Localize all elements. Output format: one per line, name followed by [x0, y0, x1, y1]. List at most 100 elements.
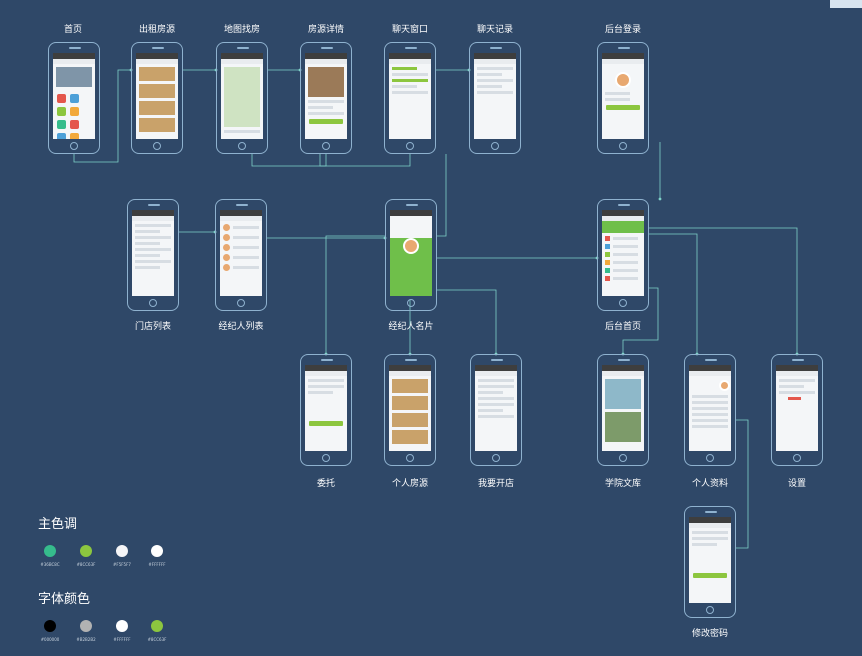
phone-screen-content: [136, 53, 178, 139]
home-button-icon: [491, 142, 499, 150]
phone-screen-profile: [684, 354, 736, 466]
phone-speaker: [705, 511, 717, 513]
phone-screen-openstore: [470, 354, 522, 466]
main-swatch-label-2: #F5F5F7: [113, 562, 131, 567]
phone-screen-admin-login: [597, 42, 649, 154]
connector-14: [649, 233, 698, 354]
main-swatch-label-3: #FFFFFF: [148, 562, 166, 567]
phone-screen-content: [602, 365, 644, 451]
screen-label-settings: 设置: [787, 479, 807, 489]
phone-screen-admin-home: [597, 199, 649, 311]
phone-screen-chat: [384, 42, 436, 154]
phone-speaker: [792, 359, 804, 361]
connector-10: [325, 235, 385, 354]
screen-label-chat: 聊天窗口: [391, 25, 429, 35]
font-swatch-label-0: #000000: [40, 637, 60, 642]
screen-label-profile: 个人资料: [691, 479, 729, 489]
phone-speaker: [705, 359, 717, 361]
font-swatch-1: [80, 620, 92, 632]
phone-speaker: [405, 47, 417, 49]
main-swatch-0: [44, 545, 56, 557]
connector-13: [649, 227, 798, 354]
home-button-icon: [492, 454, 500, 462]
screen-label-chatlog: 聊天记录: [476, 25, 514, 35]
connector-3: [251, 154, 327, 167]
screen-label-home: 首页: [63, 25, 83, 35]
home-button-icon: [322, 454, 330, 462]
phone-speaker: [618, 204, 630, 206]
phone-screen-content: [389, 365, 431, 451]
phone-screen-content: [389, 53, 431, 139]
phone-screen-content: [776, 365, 818, 451]
font-swatch-label-2: #FFFFFF: [113, 637, 131, 642]
font-swatch-label-1: #B2B2B2: [76, 637, 96, 642]
phone-speaker: [405, 359, 417, 361]
phone-screen-content: [132, 210, 174, 296]
screen-label-detail: 房源详情: [307, 25, 345, 35]
phone-screen-content: [305, 53, 347, 139]
phone-screen-card: [385, 199, 437, 311]
font-color-title: 字体颜色: [38, 592, 91, 607]
phone-speaker: [491, 359, 503, 361]
connector-0: [73, 69, 131, 163]
phone-screen-content: [475, 365, 517, 451]
main-swatch-label-1: #8CC63F: [76, 562, 96, 567]
home-button-icon: [70, 142, 78, 150]
phone-speaker: [152, 47, 164, 49]
phone-screen-map: [216, 42, 268, 154]
main-color-title: 主色调: [38, 517, 78, 532]
phone-screen-rent: [131, 42, 183, 154]
phone-screen-content: [689, 365, 731, 451]
phone-screen-agents: [215, 199, 267, 311]
phone-screen-content: [53, 53, 95, 139]
home-button-icon: [793, 454, 801, 462]
phone-speaker: [618, 47, 630, 49]
screen-label-admin-home: 后台首页: [604, 322, 642, 332]
phone-screen-content: [474, 53, 516, 139]
connector-6: [437, 154, 447, 237]
main-swatch-2: [116, 545, 128, 557]
phone-screen-entrust: [300, 354, 352, 466]
font-swatch-label-3: #8CC63F: [147, 637, 167, 642]
connector-arrow-7: [658, 197, 662, 201]
phone-speaker: [148, 204, 160, 206]
home-button-icon: [619, 454, 627, 462]
phone-screen-content: [220, 210, 262, 296]
phone-screen-content: [305, 365, 347, 451]
home-button-icon: [619, 299, 627, 307]
phone-screen-academy: [597, 354, 649, 466]
screen-label-map: 地图找房: [223, 25, 261, 35]
main-swatch-3: [151, 545, 163, 557]
connector-15: [622, 287, 659, 354]
main-swatch-label-0: #36BC8C: [40, 562, 60, 567]
connector-4: [319, 154, 411, 167]
phone-screen-content: [602, 53, 644, 139]
main-swatch-1: [80, 545, 92, 557]
font-swatch-3: [151, 620, 163, 632]
phone-speaker: [69, 47, 81, 49]
phone-screen-detail: [300, 42, 352, 154]
screen-label-admin-login: 后台登录: [604, 25, 642, 35]
home-button-icon: [619, 142, 627, 150]
screen-label-agents: 经纪人列表: [218, 322, 264, 332]
screen-label-password: 修改密码: [691, 629, 729, 639]
screen-label-stores: 门店列表: [134, 322, 172, 332]
home-button-icon: [238, 142, 246, 150]
phone-screen-password: [684, 506, 736, 618]
phone-speaker: [321, 47, 333, 49]
phone-speaker: [406, 204, 418, 206]
phone-screen-chatlog: [469, 42, 521, 154]
screen-label-entrust: 委托: [316, 479, 336, 489]
phone-screen-content: [221, 53, 263, 139]
home-button-icon: [149, 299, 157, 307]
phone-screen-mylist: [384, 354, 436, 466]
phone-speaker: [490, 47, 502, 49]
phone-screen-content: [689, 517, 731, 603]
screen-label-openstore: 我要开店: [477, 479, 515, 489]
home-button-icon: [153, 142, 161, 150]
phone-speaker: [321, 359, 333, 361]
home-button-icon: [706, 454, 714, 462]
phone-screen-settings: [771, 354, 823, 466]
font-swatch-2: [116, 620, 128, 632]
home-button-icon: [407, 299, 415, 307]
